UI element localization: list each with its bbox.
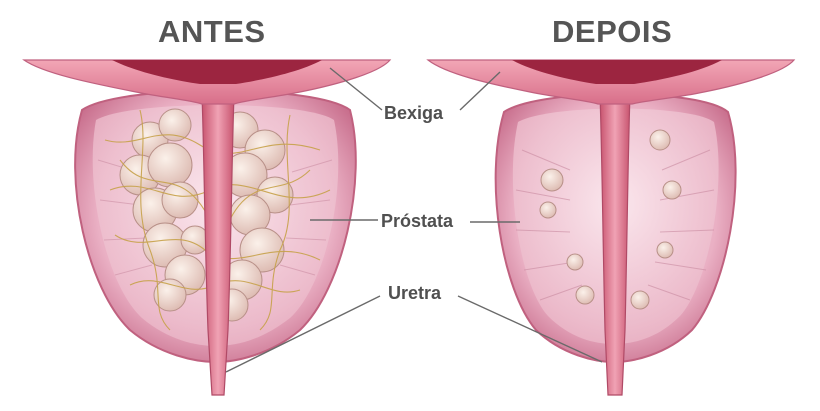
before-tumor-masses: [119, 108, 294, 322]
after-residual-nodules: [539, 129, 682, 310]
before-anatomy: [22, 59, 392, 396]
after-bladder-lumen: [512, 60, 722, 84]
label-prostate: Próstata: [381, 211, 454, 231]
leader-uretra-right: [457, 295, 603, 363]
before-urethra: [201, 94, 235, 396]
leader-bexiga-left: [329, 67, 383, 111]
after-striations: [515, 149, 715, 301]
before-bladder-lumen: [112, 60, 322, 84]
leader-uretra-left: [225, 295, 381, 373]
after-anatomy: [426, 59, 796, 396]
after-title: DEPOIS: [552, 14, 673, 49]
after-urethra: [599, 94, 631, 396]
label-urethra: Uretra: [388, 283, 442, 303]
leader-bexiga-right: [459, 71, 501, 111]
label-bladder: Bexiga: [384, 103, 444, 123]
leader-lines: [225, 67, 603, 373]
before-title: ANTES: [158, 14, 266, 49]
